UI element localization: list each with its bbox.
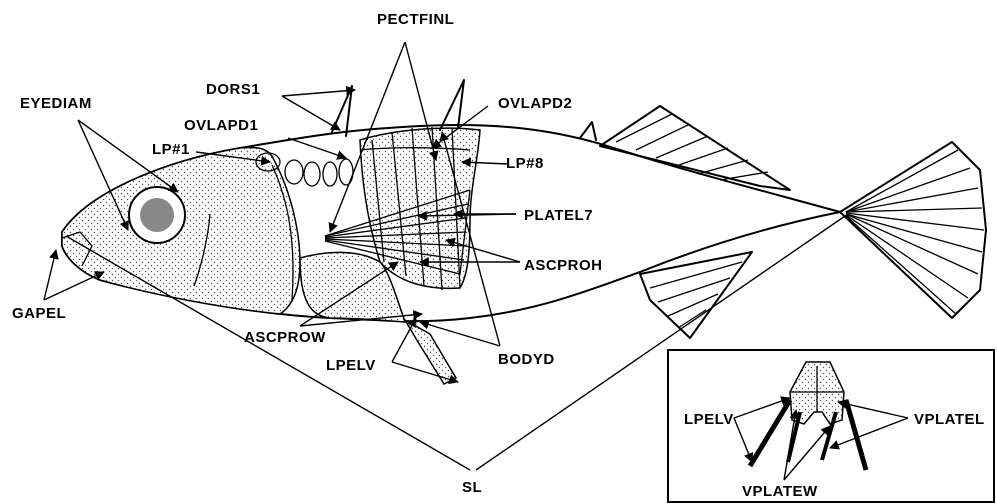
label-eyediam: EYEDIAM — [20, 95, 92, 112]
inset-label-lpelv: LPELV — [684, 411, 734, 428]
dorsal-spine-3 — [580, 122, 596, 140]
label-ovlapd1: OVLAPD1 — [184, 117, 258, 134]
gapel-pointer-a — [44, 250, 56, 300]
label-bodyd: BODYD — [498, 351, 555, 368]
label-platel7: PLATEL7 — [524, 207, 593, 224]
ovlapd1-pointer — [288, 138, 346, 158]
dorsal-spine-1 — [332, 86, 352, 136]
inset-label-vplatew: VPLATEW — [742, 483, 818, 500]
label-ascproh: ASCPROH — [524, 257, 603, 274]
label-gapel: GAPEL — [12, 305, 66, 322]
lpelv-pointer-a — [392, 318, 416, 362]
pelvic-spine — [405, 320, 456, 384]
ventral-inset: LPELV VPLATEL VPLATEW — [668, 350, 994, 502]
label-lpelv: LPELV — [326, 357, 376, 374]
label-sl: SL — [462, 479, 482, 496]
gapel-pointer-b — [44, 272, 104, 300]
dorsal-fin — [600, 106, 790, 190]
label-lp1: LP#1 — [152, 141, 190, 158]
label-ascprow: ASCPROW — [244, 329, 326, 346]
label-dors1: DORS1 — [206, 81, 260, 98]
caudal-fin — [840, 142, 986, 318]
dorsal-spine-2 — [440, 80, 464, 130]
label-ovlapd2: OVLAPD2 — [498, 95, 572, 112]
inset-label-vplatel: VPLATEL — [914, 411, 985, 428]
label-lp8: LP#8 — [506, 155, 544, 172]
dors1-pointer-b — [282, 96, 340, 130]
eye-pupil — [140, 198, 174, 232]
label-pectfinl: PECTFINL — [377, 11, 454, 28]
dors1-pointer-a — [282, 90, 355, 96]
